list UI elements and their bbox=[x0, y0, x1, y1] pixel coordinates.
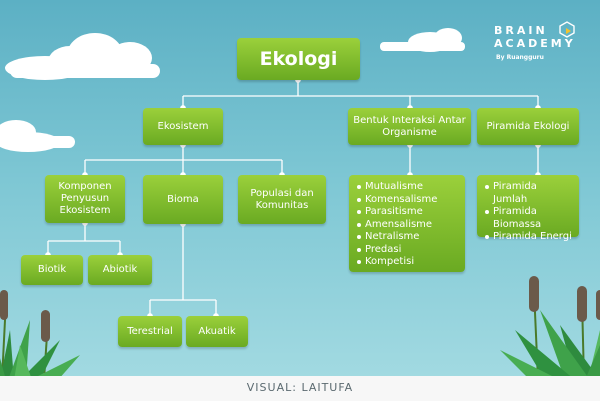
list-item: Komensalisme bbox=[357, 194, 459, 207]
interaksi-list: Mutualisme Komensalisme Parasitisme Amen… bbox=[355, 181, 459, 269]
node-ekologi: Ekologi bbox=[237, 38, 360, 80]
grass-left-illustration bbox=[0, 290, 80, 381]
cloud-mid-left bbox=[0, 120, 75, 152]
node-abiotik: Abiotik bbox=[88, 255, 152, 285]
list-item: Netralisme bbox=[357, 231, 459, 244]
node-terestrial: Terestrial bbox=[118, 316, 182, 347]
list-item: Piramida Biomassa bbox=[485, 206, 573, 231]
node-piramida-list: Piramida Jumlah Piramida Biomassa Pirami… bbox=[477, 175, 579, 242]
node-ekosistem: Ekosistem bbox=[143, 108, 223, 145]
list-item: Parasitisme bbox=[357, 206, 459, 219]
brain-academy-logo-mark bbox=[559, 21, 575, 38]
list-item: Mutualisme bbox=[357, 181, 459, 194]
node-populasi-komunitas: Populasi dan Komunitas bbox=[238, 175, 326, 224]
brand-logo: BRAIN ACADEMY By Ruangguru bbox=[494, 24, 584, 61]
grass-right-illustration bbox=[500, 276, 600, 381]
node-piramida-ekologi: Piramida Ekologi bbox=[477, 108, 579, 145]
node-interaksi-list: Mutualisme Komensalisme Parasitisme Amen… bbox=[349, 175, 465, 272]
list-item: Piramida Jumlah bbox=[485, 181, 573, 206]
node-komponen-penyusun: Komponen Penyusun Ekosistem bbox=[45, 175, 125, 223]
footer-bar: VISUAL: LAITUFA bbox=[0, 376, 600, 401]
cloud-top-right bbox=[380, 28, 465, 52]
list-item: Piramida Energi bbox=[485, 231, 572, 242]
cloud-top-left bbox=[5, 33, 160, 80]
list-item: Amensalisme bbox=[357, 219, 459, 232]
brand-tagline: By Ruangguru bbox=[496, 54, 544, 61]
node-akuatik: Akuatik bbox=[186, 316, 248, 347]
visual-credit: VISUAL: LAITUFA bbox=[246, 381, 354, 394]
piramida-list: Piramida Jumlah Piramida Biomassa Pirami… bbox=[483, 181, 573, 244]
brand-line-1: BRAIN bbox=[494, 24, 548, 37]
list-item: Kompetisi bbox=[357, 256, 459, 269]
node-bioma: Bioma bbox=[143, 175, 223, 224]
list-item: Predasi bbox=[357, 244, 459, 257]
node-biotik: Biotik bbox=[21, 255, 83, 285]
node-bentuk-interaksi: Bentuk Interaksi Antar Organisme bbox=[348, 108, 471, 145]
brand-line-2: ACADEMY bbox=[494, 37, 576, 50]
